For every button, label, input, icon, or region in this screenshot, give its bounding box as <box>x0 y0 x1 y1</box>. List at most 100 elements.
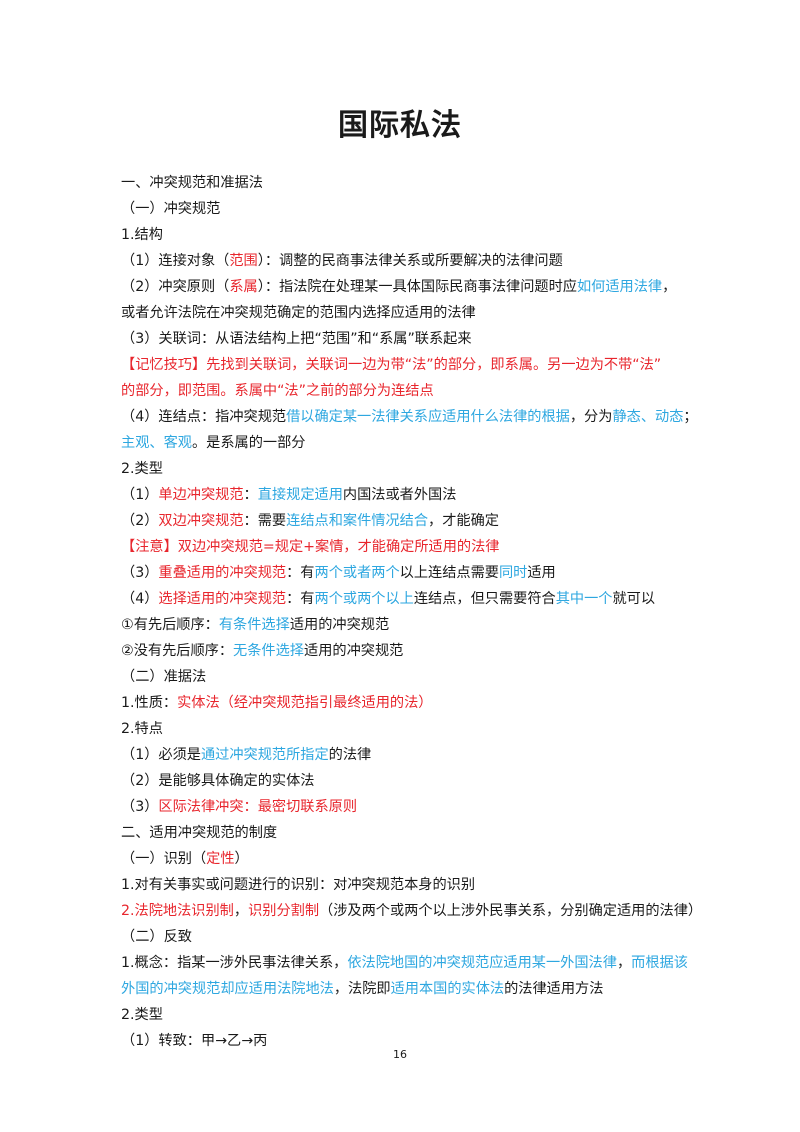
text-segment: 1.对有关事实或问题进行的识别：对冲突规范本身的识别 <box>121 877 476 893</box>
text-segment: （2）是能够具体确定的实体法 <box>121 773 315 789</box>
highlight-red-text: 【注意】双边冲突规范=规定+案情，才能确定所适用的法律 <box>121 539 500 555</box>
text-segment: 的法律适用方法 <box>504 981 604 997</box>
text-segment: ）：调整的民商事法律关系或所要解决的法律问题 <box>257 253 563 269</box>
text-segment: （3） <box>121 799 159 815</box>
text-line: ①有先后顺序：有条件选择适用的冲突规范 <box>121 612 696 638</box>
text-segment: ：有 <box>286 591 315 607</box>
text-segment: ； <box>683 409 698 425</box>
highlight-blue-text: 其中一个 <box>555 591 613 607</box>
highlight-blue-text: 如何适用法律 <box>576 279 663 295</box>
text-line: 1.对有关事实或问题进行的识别：对冲突规范本身的识别 <box>121 872 696 898</box>
text-segment: 适用 <box>527 565 556 581</box>
text-line: （二）反致 <box>121 924 696 950</box>
text-line: （4）连结点：指冲突规范借以确定某一法律关系应适用什么法律的根据，分为静态、动态… <box>121 404 698 430</box>
text-segment: （1） <box>121 487 159 503</box>
text-segment: （1）转致：甲→乙→丙 <box>121 1033 268 1049</box>
text-segment: ，才能确定 <box>428 513 499 529</box>
highlight-red-text: 2. <box>121 903 135 919</box>
highlight-red-text: 实体法（经冲突规范指引最终适用的法） <box>177 695 433 711</box>
highlight-blue-text: 两个或者两个 <box>314 565 400 581</box>
text-segment: 或者允许法院在冲突规范确定的范围内选择应适用的法律 <box>121 305 476 321</box>
highlight-blue-text: 而根据该 <box>631 955 688 971</box>
text-segment: （1）连接对象（ <box>121 253 230 269</box>
text-line: （4）选择适用的冲突规范：有两个或两个以上连结点，但只需要符合其中一个就可以 <box>121 586 696 612</box>
text-line: （1）连接对象（范围）：调整的民商事法律关系或所要解决的法律问题 <box>121 248 696 274</box>
document-body: 一、冲突规范和准据法 （一）冲突规范 1.结构 （1）连接对象（范围）：调整的民商事法… <box>121 170 702 1054</box>
page-title: 国际私法 <box>338 108 462 143</box>
text-segment: 二、适用冲突规范的制度 <box>121 825 278 841</box>
text-segment: 适用的冲突规范 <box>304 643 404 659</box>
highlight-red-text: 定性 <box>206 851 235 867</box>
text-line: （一）识别（定性） <box>121 846 696 872</box>
page-number: 16 <box>393 1048 407 1061</box>
highlight-red-text: 重叠适用的冲突规范 <box>158 565 287 581</box>
text-segment: 2.类型 <box>121 1007 163 1023</box>
text-segment: （2） <box>121 513 159 529</box>
text-line: （2）双边冲突规范：需要连结点和案件情况结合，才能确定 <box>121 508 696 534</box>
text-line: （2）是能够具体确定的实体法 <box>121 768 696 794</box>
text-line: 1.性质：实体法（经冲突规范指引最终适用的法） <box>121 690 696 716</box>
highlight-blue-text: 通过冲突规范所指定 <box>200 747 329 763</box>
highlight-blue-text: 两个或两个以上 <box>314 591 414 607</box>
text-line: 一、冲突规范和准据法 <box>121 170 696 196</box>
text-segment: （一）识别（ <box>121 851 207 867</box>
highlight-blue-text: 连结点和案件情况结合 <box>286 513 429 529</box>
text-segment: 1.概念：指某一涉外民事法律关系， <box>121 955 348 971</box>
text-segment: 连结点，但只需要符合 <box>413 591 556 607</box>
text-line: 二、适用冲突规范的制度 <box>121 820 696 846</box>
text-line: （3）关联词：从语法结构上把“范围”和“系属”联系起来 <box>121 326 696 352</box>
highlight-blue-text: 适用本国的实体法 <box>390 981 505 997</box>
text-line: ②没有先后顺序：无条件选择适用的冲突规范 <box>121 638 696 664</box>
text-line: 或者允许法院在冲突规范确定的范围内选择应适用的法律 <box>121 300 696 326</box>
highlight-blue-text: 静态、动态 <box>612 409 684 425</box>
text-line: （3）区际法律冲突：最密切联系原则 <box>121 794 696 820</box>
text-line: （1）单边冲突规范：直接规定适用内国法或者外国法 <box>121 482 696 508</box>
text-segment: （3） <box>121 565 159 581</box>
highlight-blue-text: 借以确定某一法律关系应适用什么法律的根据 <box>286 409 570 425</box>
text-line: 2.类型 <box>121 456 696 482</box>
text-line: 2.类型 <box>121 1002 696 1028</box>
text-segment: ，分为 <box>569 409 613 425</box>
text-segment: （4） <box>121 591 159 607</box>
text-segment: ， <box>662 279 677 295</box>
text-line: （一）冲突规范 <box>121 196 696 222</box>
text-segment: （4）连结点：指冲突规范 <box>121 409 287 425</box>
text-segment: 2.特点 <box>121 721 163 737</box>
text-segment: （一）冲突规范 <box>121 201 221 217</box>
text-segment: ， <box>233 903 249 919</box>
text-segment: （2）冲突原则（ <box>121 279 230 295</box>
highlight-red-text: 单边冲突规范 <box>158 487 244 503</box>
text-segment: ：需要 <box>243 513 287 529</box>
highlight-red-text: 范围 <box>229 253 258 269</box>
text-line: 1.结构 <box>121 222 696 248</box>
text-segment: （1）必须是 <box>121 747 201 763</box>
text-segment: （二）准据法 <box>121 669 207 685</box>
text-segment: ： <box>243 487 258 503</box>
text-line: 1.概念：指某一涉外民事法律关系，依法院地国的冲突规范应适用某一外国法律，而根据… <box>121 950 696 976</box>
highlight-red-text: 系属 <box>229 279 258 295</box>
text-line: （1）转致：甲→乙→丙 <box>121 1028 696 1054</box>
highlight-blue-text: 有条件选择 <box>218 617 290 633</box>
text-line: （二）准据法 <box>121 664 696 690</box>
text-line: 的部分，即范围。系属中“法”之前的部分为连结点 <box>121 378 696 404</box>
text-segment: （二）反致 <box>121 929 192 945</box>
highlight-red-text: 识别分割制 <box>248 903 320 919</box>
text-segment: 就可以 <box>612 591 656 607</box>
highlight-blue-text: 无条件选择 <box>233 643 304 659</box>
highlight-red-text: 的部分，即范围。系属中“法”之前的部分为连结点 <box>121 383 434 399</box>
text-line: 【记忆技巧】先找到关联词，关联词一边为带“法”的部分，即系属。另一边为不带“法” <box>121 352 696 378</box>
text-segment: ②没有先后顺序： <box>121 643 234 659</box>
text-segment: 内国法或者外国法 <box>342 487 457 503</box>
text-segment: 1.结构 <box>121 227 163 243</box>
text-segment: （3）关联词：从语法结构上把“范围”和“系属”联系起来 <box>121 331 472 347</box>
highlight-blue-text: 同时 <box>498 565 528 581</box>
text-line: （3）重叠适用的冲突规范：有两个或者两个以上连结点需要同时适用 <box>121 560 696 586</box>
highlight-blue-text: 依法院地国的冲突规范应适用某一外国法律 <box>347 955 617 971</box>
text-segment: 。是系属的一部分 <box>191 435 306 451</box>
text-line: （2）冲突原则（系属）：指法院在处理某一具体国际民商事法律问题时应如何适用法律， <box>121 274 696 300</box>
text-segment: 的法律 <box>328 747 372 763</box>
text-segment: ， <box>616 955 632 971</box>
highlight-blue-text: 主观、客观 <box>121 435 192 451</box>
highlight-red-text: 区际法律冲突：最密切联系原则 <box>158 799 358 815</box>
